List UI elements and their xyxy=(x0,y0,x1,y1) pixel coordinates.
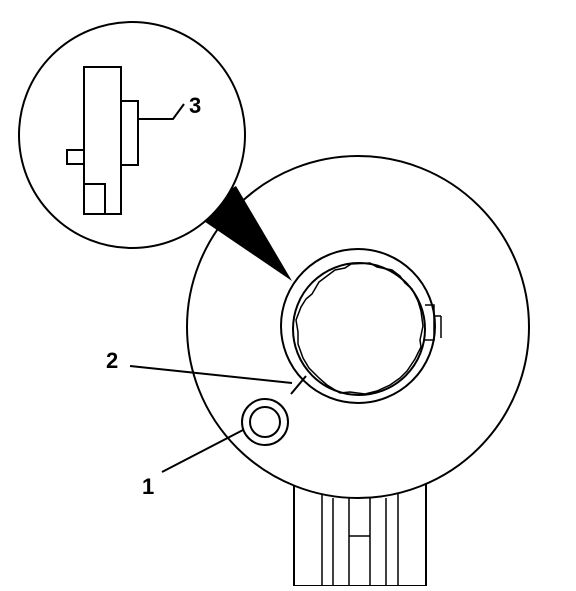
leader-tick-2 xyxy=(290,375,307,395)
leader-line-1 xyxy=(161,429,244,473)
sensor-ring xyxy=(280,248,442,404)
zoom-detail xyxy=(18,21,246,249)
callout-label-1: 1 xyxy=(142,474,154,499)
leader-line-2 xyxy=(129,365,293,384)
sensor-body-disc xyxy=(186,155,530,499)
callout-label-3: 3 xyxy=(189,93,201,118)
callout-label-2: 2 xyxy=(106,348,118,373)
sensor-hole xyxy=(241,398,289,446)
leader-line-3 xyxy=(138,103,185,120)
